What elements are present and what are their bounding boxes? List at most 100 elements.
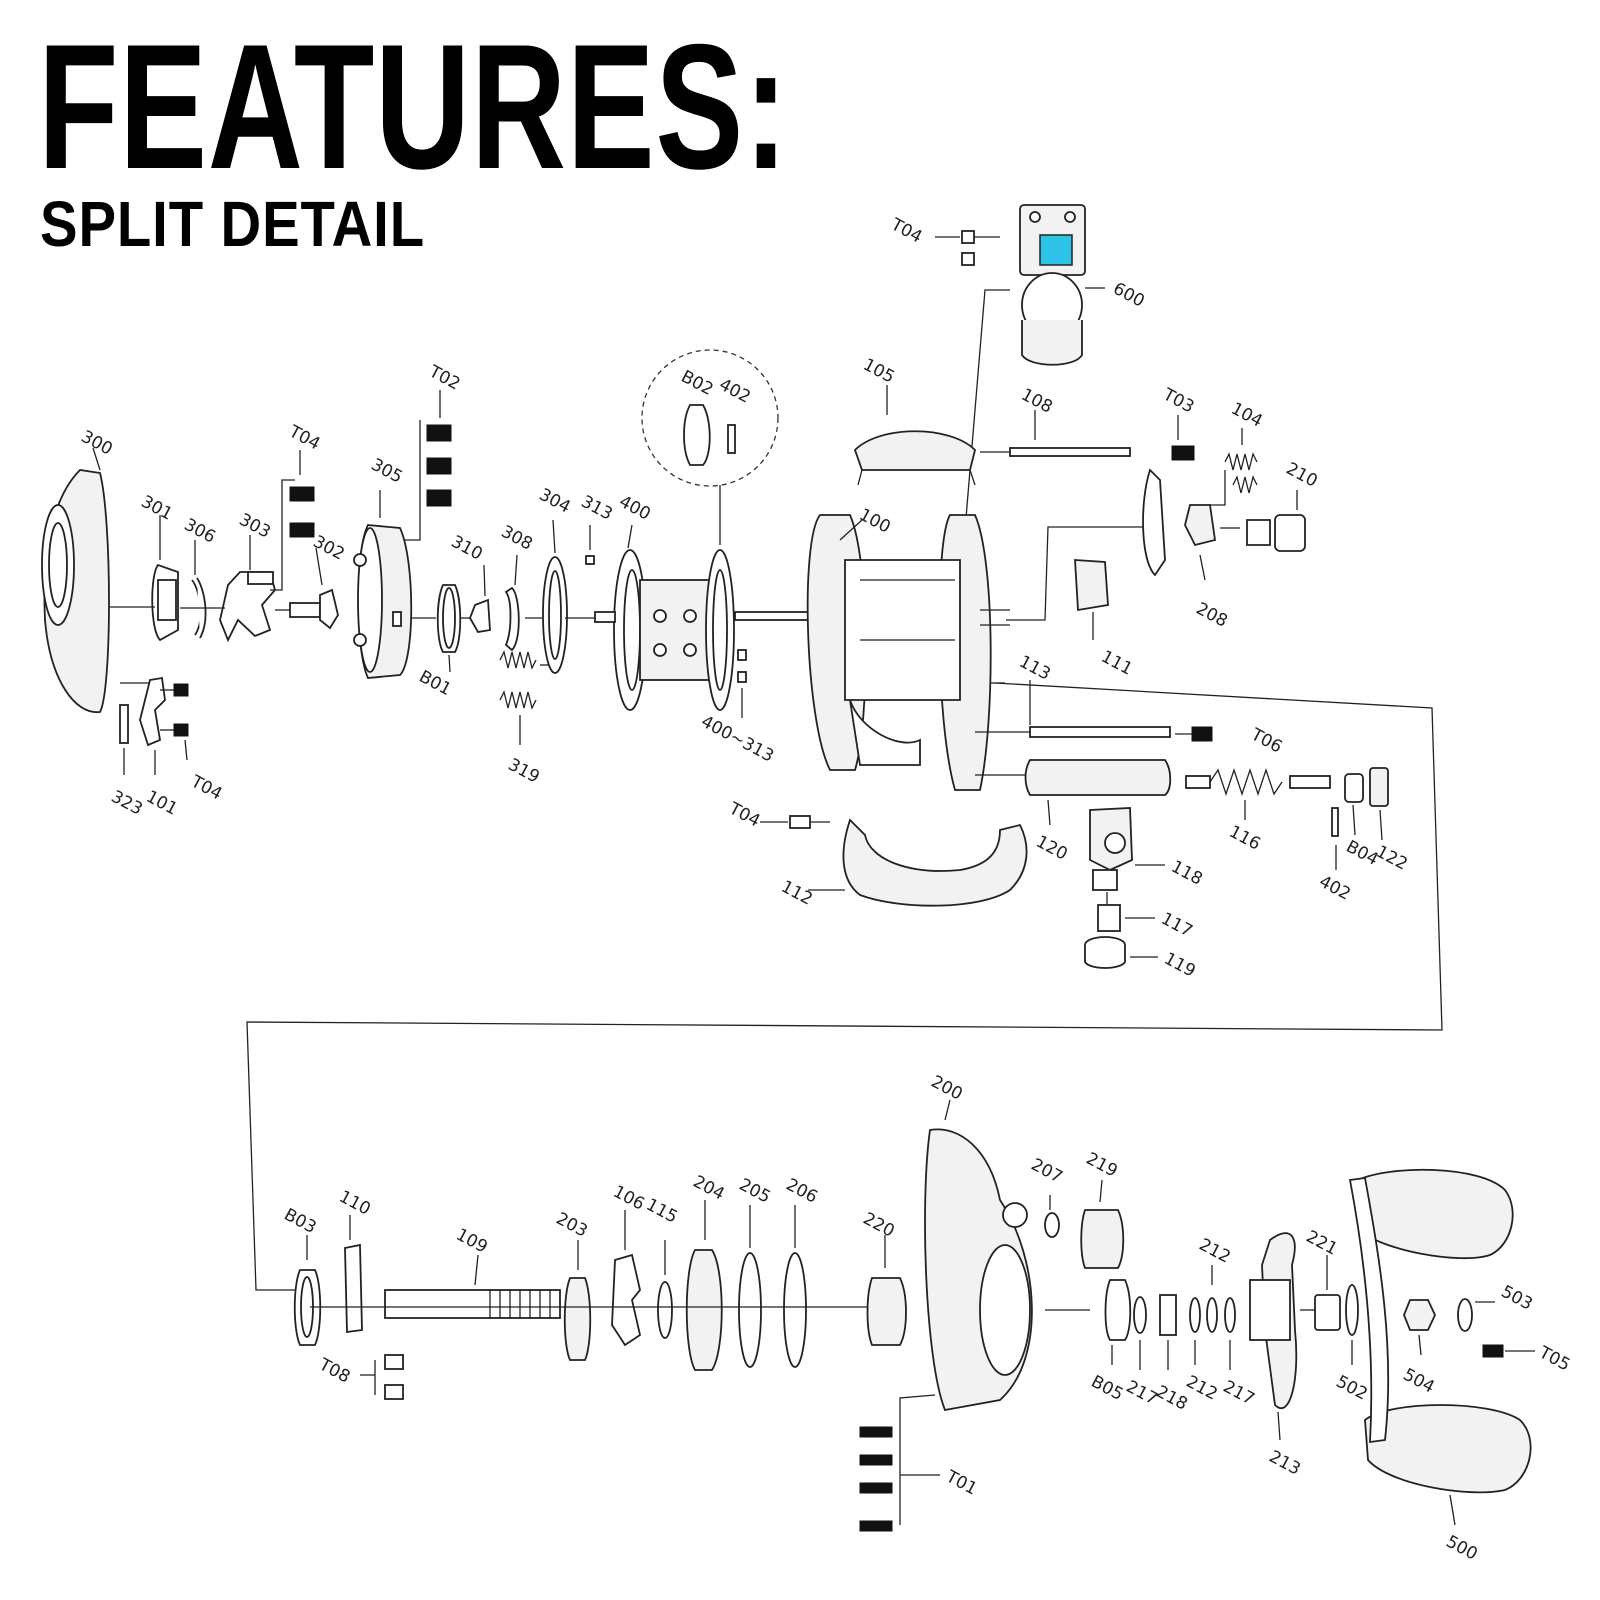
label-313: 313 (578, 492, 616, 525)
label-119: 119 (1161, 949, 1199, 982)
label-301: 301 (138, 492, 176, 525)
label-402-bottom: 402 (1316, 872, 1354, 905)
page-subtitle: SPLIT DETAIL (40, 188, 425, 260)
label-221: 221 (1303, 1227, 1341, 1260)
label-400-313: 400~313 (698, 712, 777, 767)
label-108: 108 (1018, 385, 1056, 418)
part-400-313-pins (737, 649, 747, 718)
label-111: 111 (1098, 647, 1136, 680)
label-500: 500 (1443, 1532, 1481, 1565)
label-219: 219 (1083, 1149, 1121, 1182)
label-502: 502 (1333, 1372, 1371, 1405)
part-205-washer (738, 1205, 762, 1368)
label-101: 101 (143, 787, 181, 820)
part-203-gear (563, 1240, 592, 1361)
part-level-wind-group (1074, 415, 1306, 640)
part-221-502-504 (1300, 1255, 1535, 1365)
part-313-pin (585, 525, 595, 565)
label-b01: B01 (416, 667, 455, 700)
label-t08: T08 (315, 1354, 354, 1387)
part-300-side-cover (41, 447, 110, 713)
label-208: 208 (1193, 599, 1231, 632)
part-305-brake-housing (353, 420, 421, 679)
label-600: 600 (1110, 279, 1148, 312)
label-t01: T01 (942, 1466, 981, 1499)
label-205: 205 (736, 1175, 774, 1208)
label-109: 109 (453, 1225, 491, 1258)
part-220-nut (866, 1235, 907, 1346)
label-305: 305 (368, 455, 406, 488)
part-310-cone (460, 564, 491, 633)
label-310: 310 (448, 532, 486, 565)
label-302: 302 (310, 532, 348, 565)
part-100-frame (806, 514, 1030, 791)
label-t04-mid: T04 (725, 798, 764, 831)
label-504: 504 (1400, 1365, 1438, 1398)
label-112: 112 (778, 877, 816, 910)
label-b05: B05 (1088, 1372, 1127, 1405)
label-308: 308 (498, 522, 536, 555)
part-200-side-plate (899, 1099, 1090, 1525)
label-104: 104 (1228, 399, 1266, 432)
label-210: 210 (1283, 459, 1321, 492)
part-t01-screws (859, 1426, 893, 1532)
label-t05: T05 (1535, 1342, 1574, 1375)
part-207-219 (1044, 1179, 1125, 1269)
counter-screen-icon (1039, 234, 1073, 266)
part-400-spool (565, 524, 826, 711)
part-319-springs (499, 650, 555, 745)
part-204-drag-washer (685, 1200, 723, 1371)
part-306-clip (191, 540, 207, 639)
part-b02-inset (641, 349, 779, 545)
label-b02: B02 (678, 367, 717, 400)
label-304: 304 (536, 485, 574, 518)
label-319: 319 (505, 755, 543, 788)
part-105-top-cover (853, 385, 976, 486)
label-113: 113 (1016, 652, 1054, 685)
label-306: 306 (181, 515, 219, 548)
label-400: 400 (616, 492, 654, 525)
part-500-handle (1348, 1168, 1532, 1526)
part-101-lever (119, 676, 189, 775)
part-302-pin (275, 547, 339, 630)
label-203: 203 (553, 1209, 591, 1242)
label-t03: T03 (1159, 384, 1198, 417)
label-303: 303 (236, 510, 274, 543)
label-212-upper: 212 (1196, 1235, 1234, 1268)
part-303-bracket (180, 535, 276, 643)
label-402-top: 402 (716, 375, 754, 408)
label-t04-lower: T04 (187, 771, 226, 804)
label-206: 206 (783, 1175, 821, 1208)
label-100: 100 (856, 505, 894, 538)
part-drive-shaft-group (1024, 680, 1389, 870)
label-t02: T02 (425, 361, 464, 394)
label-t04-top: T04 (887, 214, 926, 247)
part-t02-screws (426, 390, 452, 507)
part-308-washer (504, 554, 520, 652)
label-503: 503 (1498, 1282, 1536, 1315)
label-118: 118 (1168, 857, 1206, 890)
part-pawl-group (1084, 807, 1165, 969)
part-108-rod (980, 410, 1131, 457)
label-105: 105 (860, 355, 898, 388)
part-112-bottom-plate (760, 815, 1028, 907)
part-213-drag-star (1249, 1232, 1298, 1441)
label-t04-upper: T04 (285, 421, 324, 454)
label-300: 300 (78, 427, 116, 460)
part-lower-left-group (293, 1215, 561, 1400)
part-106-star (611, 1210, 642, 1347)
label-110: 110 (336, 1187, 374, 1220)
part-right-washers (1104, 1265, 1236, 1370)
label-116: 116 (1226, 822, 1264, 855)
label-200: 200 (928, 1072, 966, 1105)
part-600-line-counter (1019, 204, 1105, 366)
label-106: 106 (610, 1182, 648, 1215)
part-b01-bearing (412, 584, 462, 673)
label-323: 323 (108, 787, 146, 820)
part-t04-screws-upper (270, 450, 315, 591)
label-122: 122 (1373, 842, 1411, 875)
part-206-washer (310, 1205, 870, 1368)
label-204: 204 (690, 1172, 728, 1205)
label-207: 207 (1028, 1155, 1066, 1188)
